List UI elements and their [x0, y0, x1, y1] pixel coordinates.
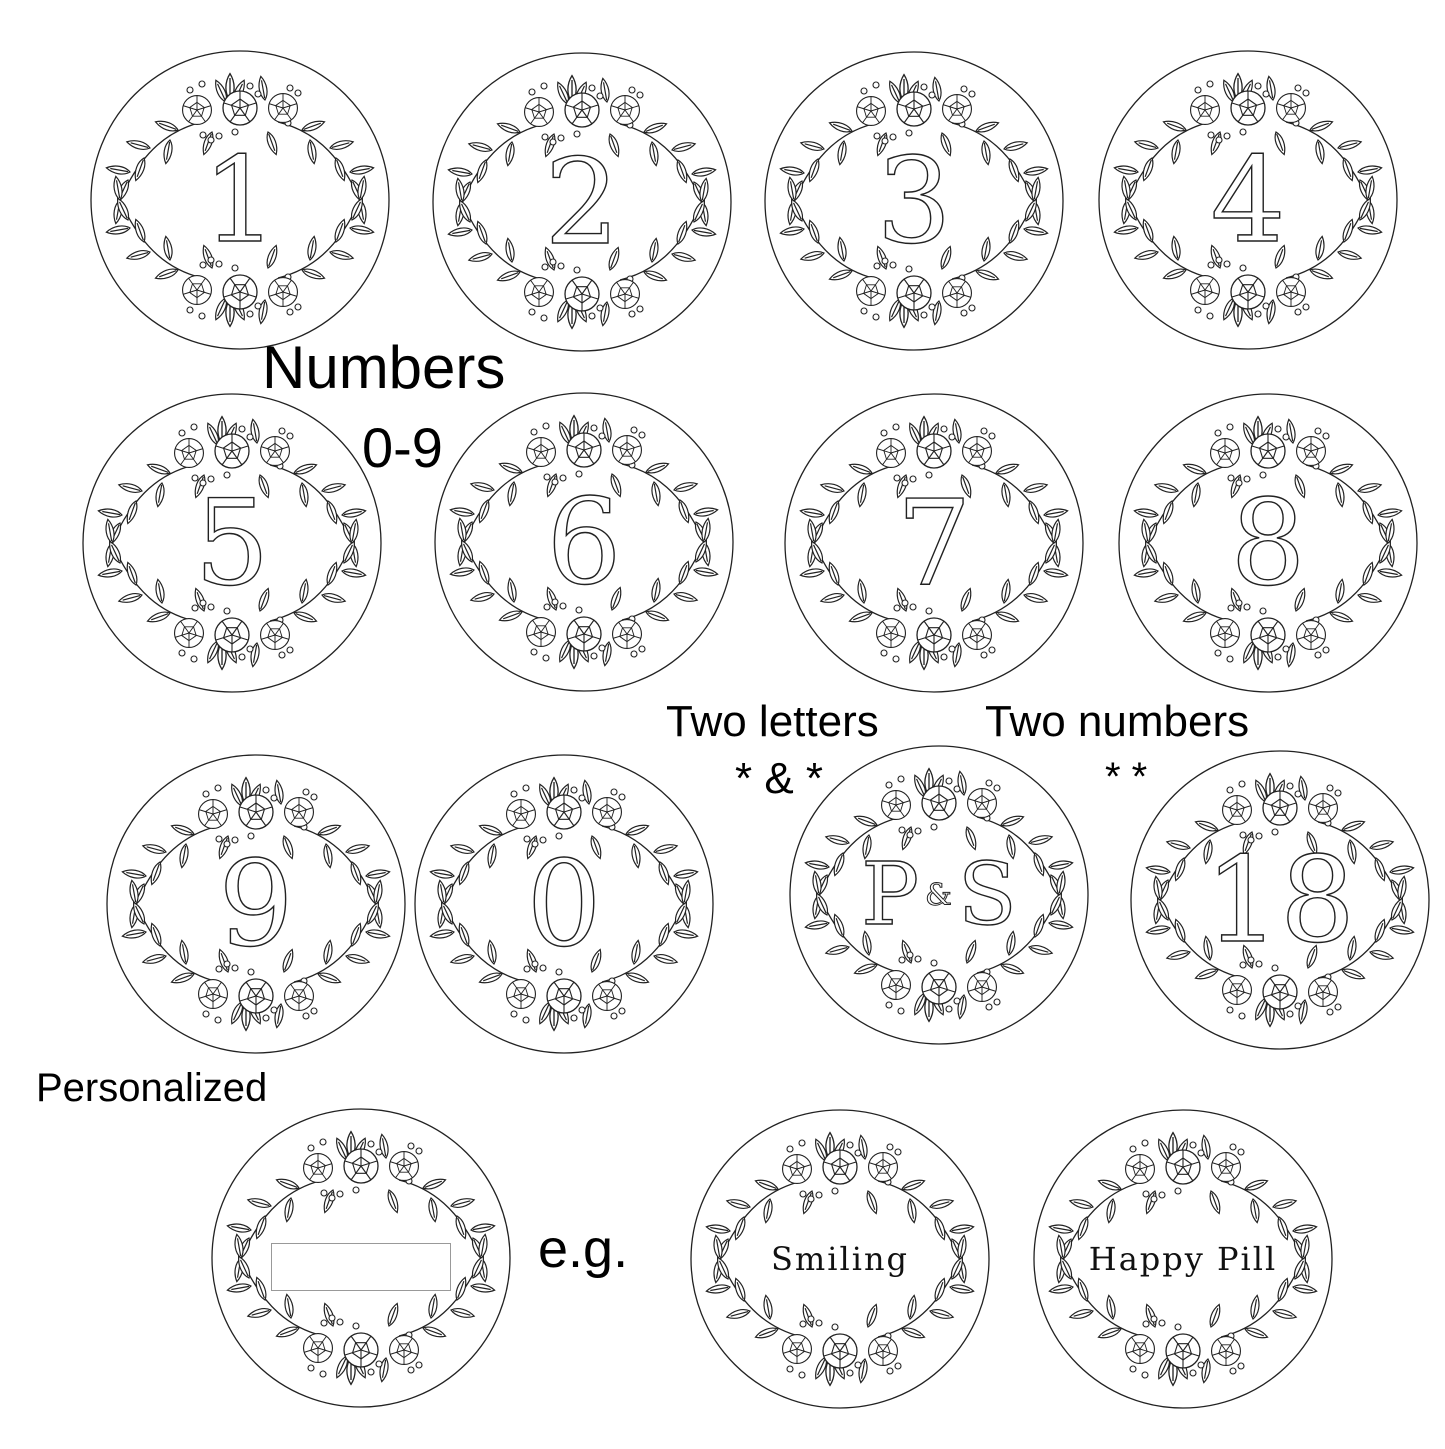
- coin-number-8: 8: [1118, 393, 1418, 693]
- coin-label: 3: [876, 132, 952, 270]
- example-label: e.g.: [538, 1219, 629, 1279]
- floral-wreath-icon: [432, 52, 732, 352]
- text-placeholder-box: [271, 1243, 451, 1291]
- coin-number-3: 3: [764, 51, 1064, 351]
- ampersand: &: [925, 877, 953, 913]
- coin-example-happy-pill: Happy Pill: [1033, 1109, 1333, 1409]
- coin-label: 1: [202, 131, 278, 269]
- floral-wreath-icon: [82, 393, 382, 693]
- coin-label: 9: [218, 835, 294, 973]
- coin-number-0: 0: [414, 754, 714, 1054]
- coin-number-5: 5: [82, 393, 382, 693]
- floral-wreath-icon: [1118, 393, 1418, 693]
- numbers-title: Numbers: [262, 334, 506, 401]
- floral-wreath-icon: [764, 51, 1064, 351]
- coin-label: 8: [1230, 474, 1306, 612]
- floral-wreath-icon: [1098, 50, 1398, 350]
- two-numbers-heading: Two numbers: [985, 697, 1250, 746]
- two-letters-heading: Two letters: [666, 697, 879, 746]
- floral-wreath-icon: [789, 745, 1089, 1045]
- coin-label: 18: [1204, 831, 1356, 969]
- coin-label: 5: [194, 474, 270, 612]
- floral-wreath-icon: [1033, 1109, 1333, 1409]
- coin-number-4: 4: [1098, 50, 1398, 350]
- floral-wreath-icon: [106, 754, 406, 1054]
- floral-wreath-icon: [690, 1109, 990, 1409]
- coin-letters-label: P&S: [789, 745, 1089, 1045]
- coin-number-6: 6: [434, 392, 734, 692]
- coin-label: Happy Pill: [1088, 1240, 1278, 1278]
- first-letter: P: [861, 844, 920, 945]
- coin-number-7: 7: [784, 393, 1084, 693]
- coin-number-9: 9: [106, 754, 406, 1054]
- second-letter: S: [957, 844, 1017, 945]
- coin-personalized-blank: [211, 1108, 511, 1408]
- floral-wreath-icon: [211, 1108, 511, 1408]
- coin-two-numbers: 18: [1130, 750, 1430, 1050]
- coin-label: Smiling: [770, 1240, 910, 1278]
- floral-wreath-icon: [90, 50, 390, 350]
- floral-wreath-icon: [1130, 750, 1430, 1050]
- personalized-heading: Personalized: [36, 1066, 268, 1110]
- coin-label: 7: [896, 474, 972, 612]
- two-numbers-format: * *: [1105, 755, 1148, 799]
- coin-example-smiling: Smiling: [690, 1109, 990, 1409]
- coin-label: 4: [1210, 131, 1286, 269]
- coin-label: 6: [546, 473, 622, 611]
- coin-number-1: 1: [90, 50, 390, 350]
- coin-two-letters: P&S: [789, 745, 1089, 1045]
- floral-wreath-icon: [784, 393, 1084, 693]
- numbers-range: 0-9: [362, 416, 443, 479]
- floral-wreath-icon: [434, 392, 734, 692]
- coin-number-2: 2: [432, 52, 732, 352]
- coin-label: 2: [544, 133, 620, 271]
- coin-label: 0: [526, 835, 602, 973]
- two-letters-format: * & *: [735, 754, 824, 803]
- floral-wreath-icon: [414, 754, 714, 1054]
